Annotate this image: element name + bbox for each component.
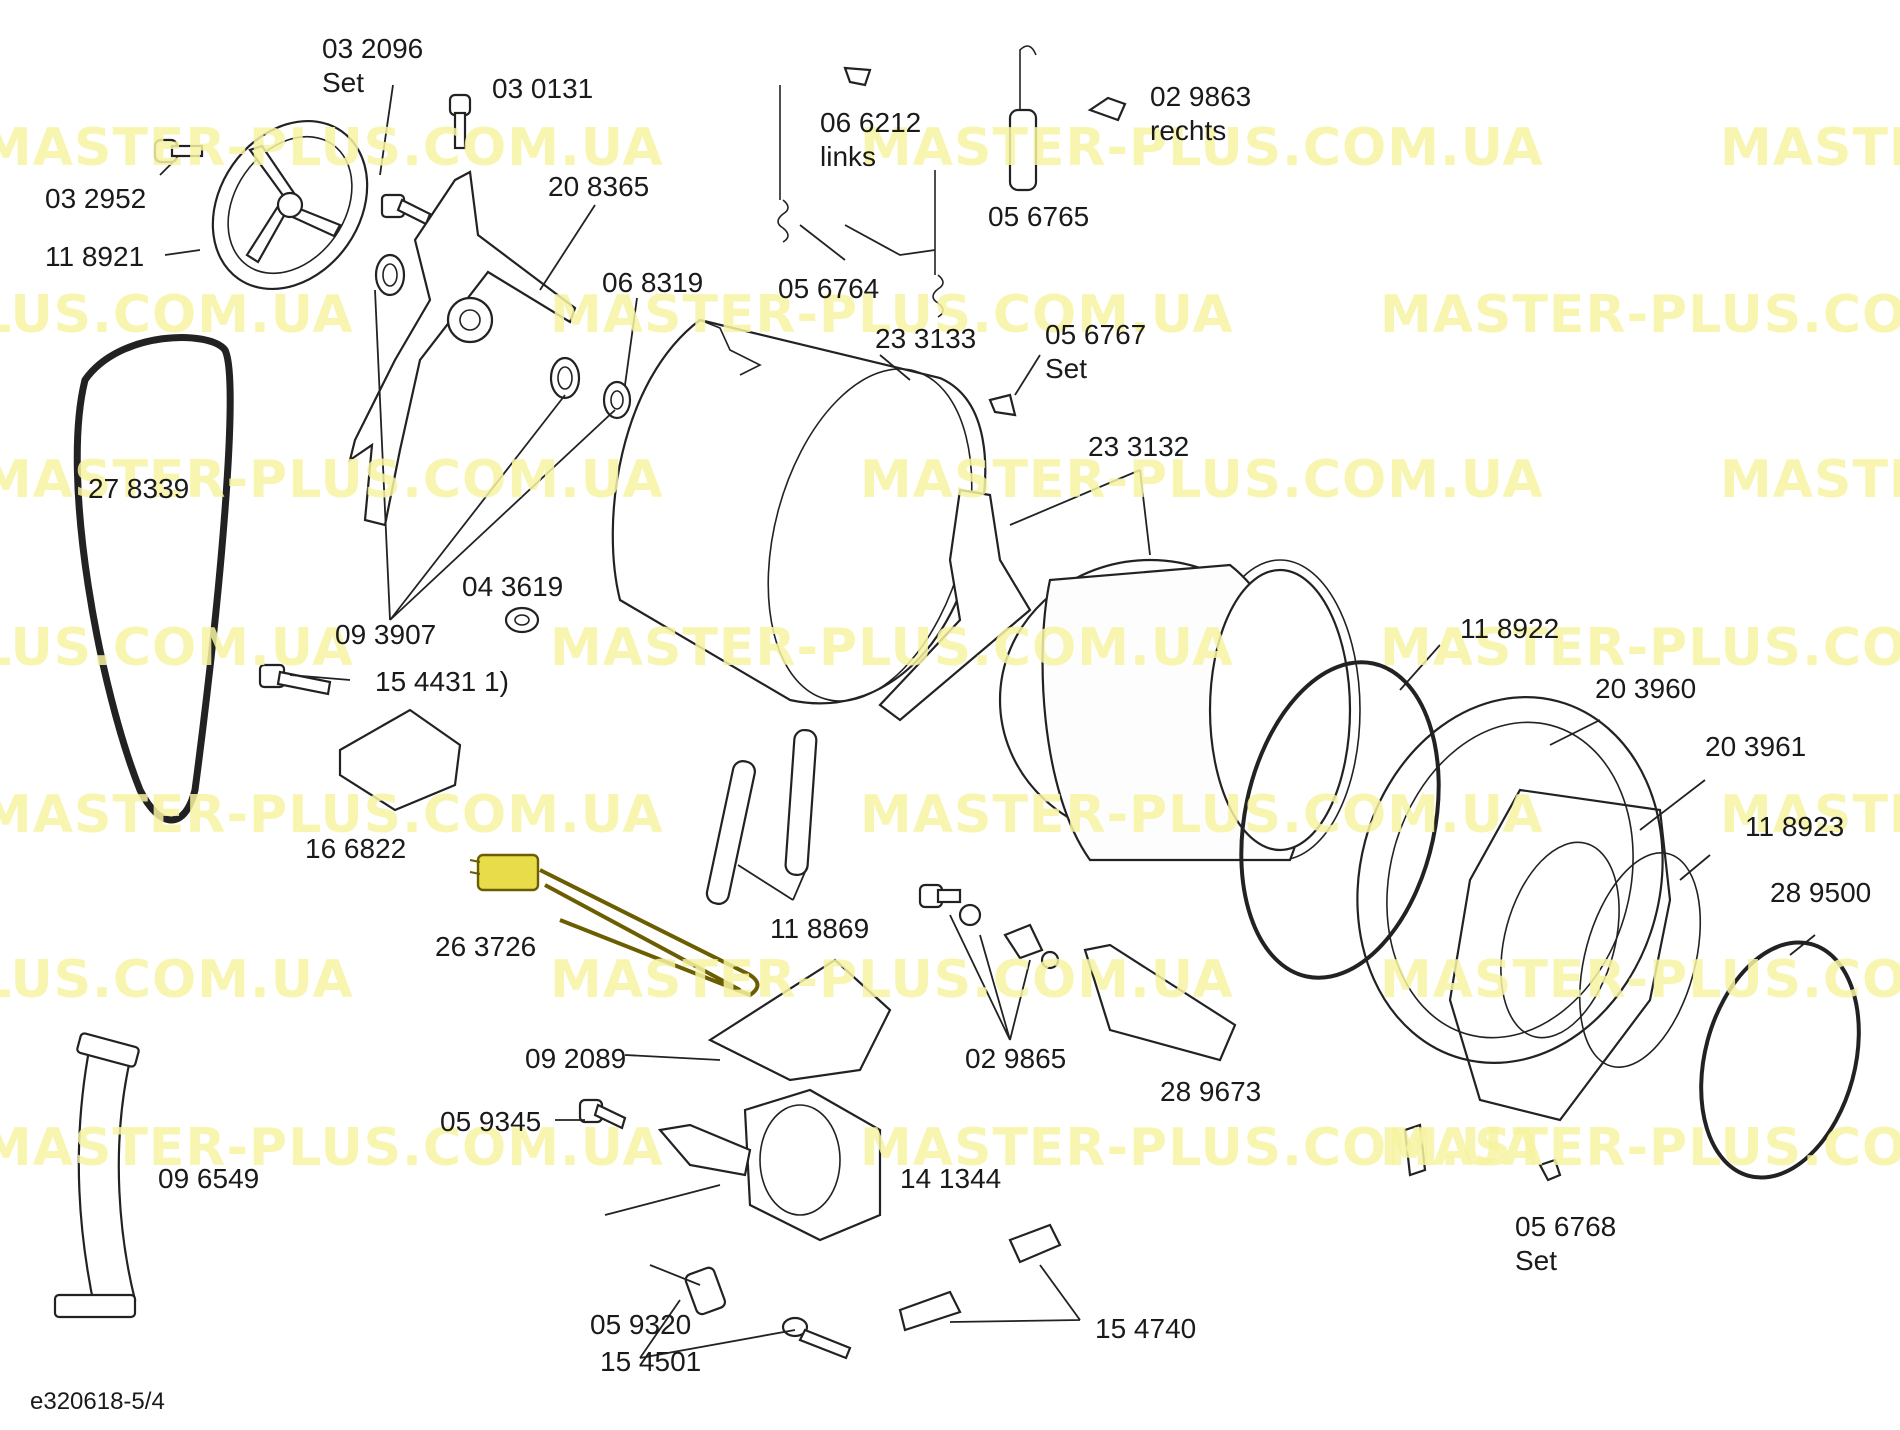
sensor-part [898,1123,1427,1332]
part-label: 02 9865 [965,1043,1067,1074]
part-label: 14 1344 [900,1163,1002,1194]
watermark: MASTER-PLUS.COM.UA [1380,618,1900,678]
part-label: 04 3619 [462,571,564,602]
part-label: 06 6212 [820,107,922,138]
part-label: 09 3907 [335,619,437,650]
part-label: 09 6549 [158,1163,260,1194]
part-label: 05 6768 [1515,1211,1617,1242]
part-label: 03 2096 [322,33,424,64]
part-label: 03 2952 [45,183,147,214]
part-label-note: Set [1045,353,1088,384]
watermark: MASTER-PLUS.COM.UA [0,118,664,178]
watermark: MASTER-PLUS.COM.UA [860,785,1544,845]
tub-front-part [1448,788,1672,1122]
gasket-ring-part [1239,660,1861,1180]
bearing-part [374,253,632,634]
cable-part [53,1032,140,1319]
watermark: MASTER-PLUS.COM.UA [1720,785,1900,845]
watermark: MASTER-PLUS.COM.UA [860,1118,1544,1178]
bolt-part [153,93,472,226]
part-label: 27 8339 [88,473,190,504]
heating-element-highlighted [469,853,760,998]
motor-part [657,1088,882,1242]
fastener-part [258,663,1562,1360]
watermark: MASTER-PLUS.COM.UA [550,950,1234,1010]
watermark: MASTER-PLUS.COM.UA [1380,950,1900,1010]
leader-lines [159,84,1816,1359]
part-label: 20 3960 [1595,673,1697,704]
part-label: 05 9320 [590,1309,692,1340]
cover-part [707,958,892,1082]
part-label: 28 9500 [1770,877,1872,908]
part-label-note: Set [322,67,365,98]
watermark: MASTER-PLUS.COM.UA [550,618,1234,678]
watermark: MASTER-PLUS.COM.UA [0,1118,664,1178]
part-label: 28 9673 [1160,1076,1262,1107]
strip-part [1083,943,1237,1062]
watermark: MASTER-PLUS.COM.UA [1720,118,1900,178]
part-label: 11 8921 [45,241,145,272]
watermark: MASTER-PLUS.COM.UA [1720,450,1900,510]
part-label: 23 3132 [1088,431,1190,462]
watermark: MASTER-PLUS.COM.UA [0,450,664,510]
watermark: MASTER-PLUS.COM.UA [0,950,354,1010]
part-label: 23 3133 [875,323,977,354]
part-label: 11 8922 [1460,613,1560,644]
part-label-highlighted: 26 3726 [435,931,537,962]
part-label: 11 8869 [770,913,870,944]
part-label-note: rechts [1150,115,1227,146]
watermark: MASTER-PLUS.COM.UA [0,618,354,678]
part-label: 15 4431 1) [375,666,509,697]
shock-absorber-part [705,728,818,905]
part-label-note: Set [1515,1245,1558,1276]
part-label: 06 8319 [602,267,704,298]
small-clip-part [843,66,1127,417]
part-label-note: links [820,141,877,172]
part-label: 05 6765 [988,201,1090,232]
part-label: 05 6767 [1045,319,1147,350]
part-label: 05 6764 [778,273,880,304]
spring-part [777,45,1038,318]
part-label: 20 3961 [1705,731,1807,762]
watermark: MASTER-PLUS.COM.UA [860,450,1544,510]
box-part [338,708,462,812]
pulley-part [211,119,369,291]
watermark: MASTER-PLUS.COM.UA [1380,285,1900,345]
part-label: 11 8923 [1745,811,1845,842]
watermark: MASTER-PLUS.COM.UA [860,118,1544,178]
part-label: 16 6822 [305,833,407,864]
drive-belt-part [73,334,234,824]
part-label: 20 8365 [548,171,650,202]
part-label: 02 9863 [1150,81,1252,112]
drawing-id: e320618-5/4 [30,1388,165,1415]
watermark: MASTER-PLUS.COM.UA [0,285,354,345]
drum-part [878,488,1361,862]
watermark: MASTER-PLUS.COM.UA [550,285,1234,345]
part-label: 05 9345 [440,1106,542,1137]
part-label: 15 4740 [1095,1313,1197,1344]
watermark: MASTER-PLUS.COM.UA [0,785,664,845]
part-label: 03 0131 [492,73,594,104]
part-label: 09 2089 [525,1043,627,1074]
part-label: 15 4501 [600,1346,702,1377]
watermark: MASTER-PLUS.COM.UA [1380,1118,1900,1178]
